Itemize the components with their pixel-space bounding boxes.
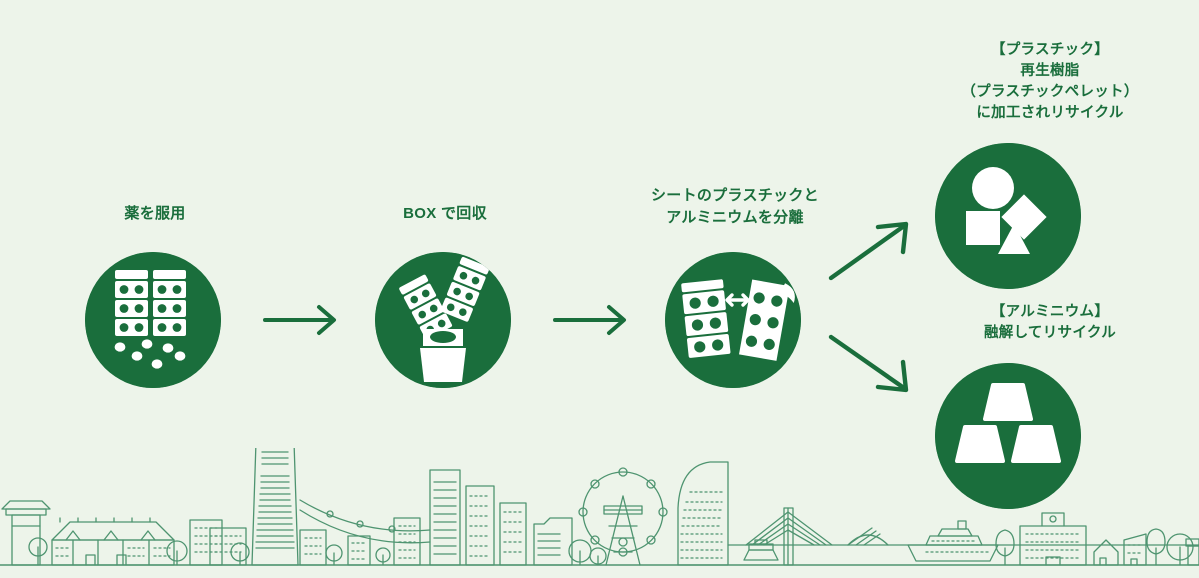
arrow-right-icon — [263, 305, 336, 335]
step-take-medicine-label: 薬を服用 — [124, 205, 186, 222]
city-skyline-line-art — [0, 448, 1199, 566]
outcome-plastic — [935, 143, 1081, 289]
step-collect-box — [375, 252, 511, 388]
blister-packs-with-pills-icon — [85, 252, 221, 388]
arrow-down-right-icon — [828, 334, 909, 393]
arrow-right-icon — [553, 305, 626, 335]
step-take-medicine — [85, 252, 221, 388]
aluminum-ingots-icon — [935, 363, 1081, 509]
arrow-up-right-icon — [828, 221, 909, 281]
step-collect-box-label: BOX で回収 — [403, 205, 487, 222]
outcome-plastic-label: 【プラスチック】 再生樹脂 （プラスチックペレット） に加工されリサイクル — [961, 42, 1139, 122]
outcome-aluminum-label: 【アルミニウム】 融解してリサイクル — [983, 304, 1117, 342]
step-separate-label: シートのプラスチックと アルミニウムを分離 — [650, 187, 819, 226]
separate-plastic-aluminum-icon — [665, 252, 801, 388]
blister-packs-into-collection-box-icon — [375, 252, 511, 388]
step-separate — [665, 252, 801, 388]
plastic-pellet-shapes-icon — [935, 143, 1081, 289]
outcome-aluminum — [935, 363, 1081, 509]
